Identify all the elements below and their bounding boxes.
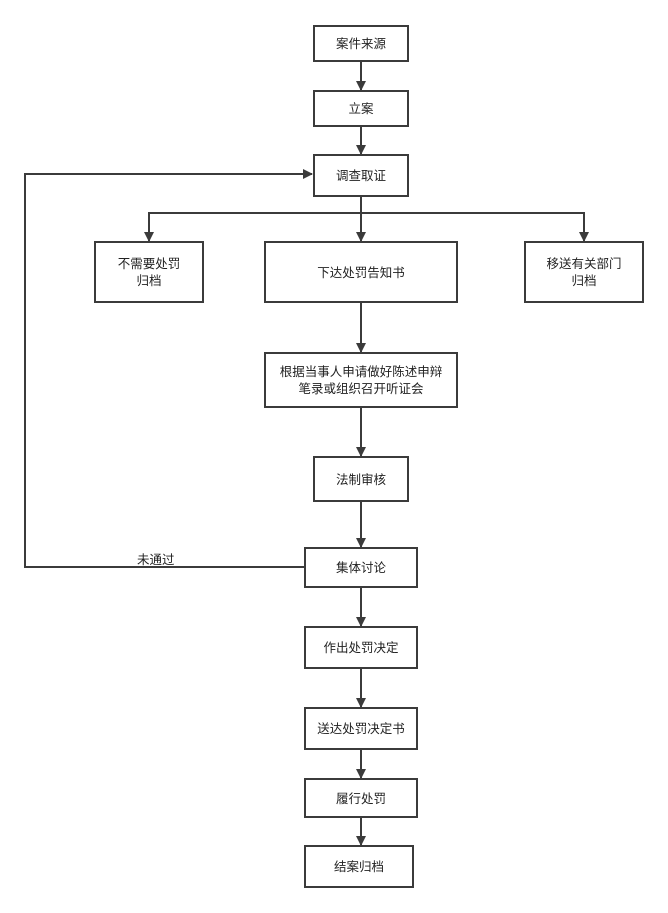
node-deliver-decision: 送达处罚决定书 <box>304 707 418 750</box>
node-execute-penalty: 履行处罚 <box>304 778 418 818</box>
node-legal-review: 法制审核 <box>313 456 409 502</box>
node-investigate: 调查取证 <box>313 154 409 197</box>
node-collective-discussion-label: 集体讨论 <box>335 560 386 575</box>
arrow-to-no-penalty <box>144 212 361 242</box>
node-filing: 立案 <box>313 90 409 127</box>
node-penalty-decision: 作出处罚决定 <box>304 626 418 669</box>
node-deliver-decision-label: 送达处罚决定书 <box>317 721 405 736</box>
node-penalty-notice: 下达处罚告知书 <box>264 241 458 303</box>
node-statement-hearing-line2: 笔录或组织召开听证会 <box>298 381 424 396</box>
node-penalty-decision-label: 作出处罚决定 <box>323 640 399 655</box>
node-no-penalty-line1: 不需要处罚 <box>117 256 181 271</box>
edge-label-rejected: 未通过 <box>137 552 175 567</box>
node-no-penalty-line2: 归档 <box>136 273 162 288</box>
node-case-source-label: 案件来源 <box>335 36 386 51</box>
node-investigate-label: 调查取证 <box>335 168 386 183</box>
arrow-to-transfer <box>361 212 589 242</box>
node-collective-discussion: 集体讨论 <box>304 547 418 588</box>
node-case-source: 案件来源 <box>313 25 409 62</box>
node-statement-hearing: 根据当事人申请做好陈述申辩 笔录或组织召开听证会 <box>264 352 458 408</box>
node-close-archive: 结案归档 <box>304 845 414 888</box>
arrow-rejected-loop <box>24 169 313 568</box>
node-no-penalty: 不需要处罚 归档 <box>94 241 204 303</box>
node-legal-review-label: 法制审核 <box>335 471 386 487</box>
node-transfer-line2: 归档 <box>571 273 597 288</box>
node-close-archive-label: 结案归档 <box>333 859 384 874</box>
node-transfer-line1: 移送有关部门 <box>546 256 622 271</box>
node-execute-penalty-label: 履行处罚 <box>335 790 386 806</box>
node-filing-label: 立案 <box>348 101 374 116</box>
node-statement-hearing-line1: 根据当事人申请做好陈述申辩 <box>279 364 443 379</box>
node-transfer: 移送有关部门 归档 <box>524 241 644 303</box>
node-penalty-notice-label: 下达处罚告知书 <box>317 264 405 280</box>
